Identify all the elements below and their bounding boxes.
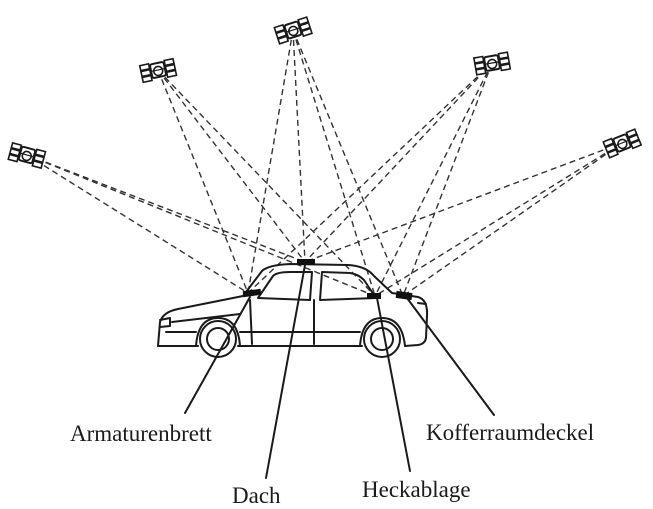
label-rear-shelf: Heckablage xyxy=(362,477,471,502)
satellite-icon xyxy=(7,141,47,170)
satellite-icon xyxy=(138,57,178,84)
antenna-icon xyxy=(395,290,413,301)
satellite-icon xyxy=(602,128,643,159)
label-trunk-lid: Kofferraumdeckel xyxy=(426,420,595,445)
antenna-markers xyxy=(242,259,413,301)
antenna-icon xyxy=(297,259,315,265)
leader-lines xyxy=(184,264,495,479)
satellite-icon xyxy=(472,51,512,76)
antenna-icon xyxy=(367,293,381,299)
car-icon xyxy=(157,263,429,358)
label-dashboard: Armaturenbrett xyxy=(70,421,212,446)
antenna-icon xyxy=(242,288,262,298)
signal-lines xyxy=(26,29,623,297)
label-roof: Dach xyxy=(232,483,281,508)
satellite-icon xyxy=(273,16,313,45)
